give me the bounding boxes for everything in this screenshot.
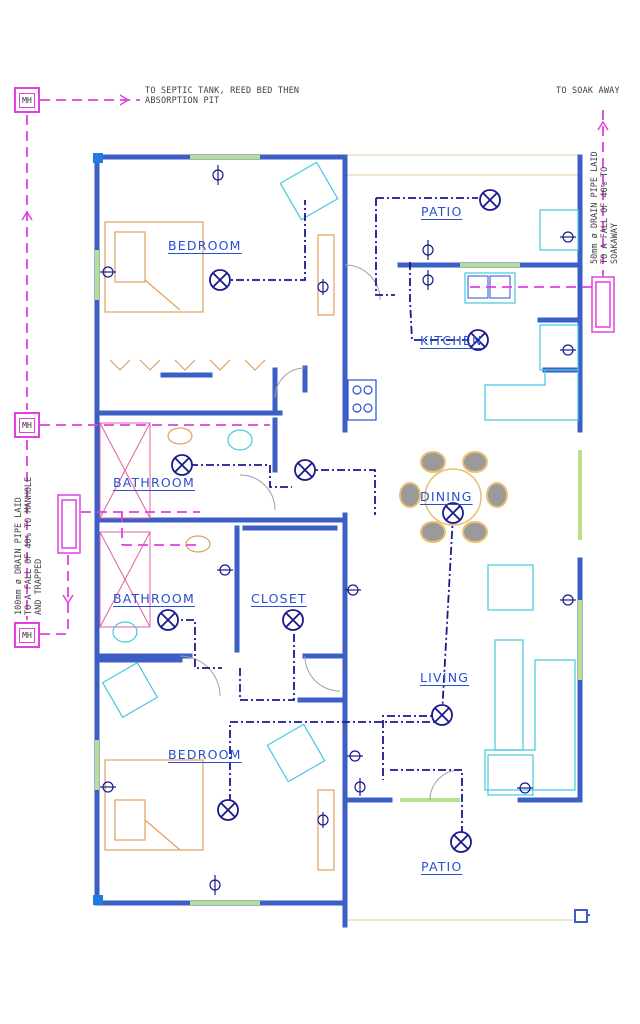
manhole-label: MH — [19, 417, 35, 433]
manhole-top: MH — [14, 87, 40, 113]
walls — [94, 154, 583, 928]
room-label-patio-top: PATIO — [421, 204, 463, 219]
drain-100mm-note: 100mm ø DRAIN PIPE LAID TO A FALL OF 40%… — [14, 477, 44, 615]
drain-100mm-line1: 100mm ø DRAIN PIPE LAID — [14, 497, 24, 615]
drain-50mm-line1: 50mm ø DRAIN PIPE LAID — [590, 151, 600, 264]
septic-note: TO SEPTIC TANK, REED BED THEN ABSORPTION… — [145, 86, 299, 106]
room-label-closet: CLOSET — [251, 591, 307, 606]
light-fittings — [157, 189, 501, 853]
room-label-patio-bottom: PATIO — [421, 859, 463, 874]
windows — [95, 155, 582, 905]
shower-trays — [99, 422, 151, 628]
drain-100mm-line2: TO A FALL OF 40% TO MANHOLE — [24, 476, 34, 615]
furniture-cyan — [101, 161, 579, 796]
furniture-beds — [104, 221, 335, 871]
dining-set — [399, 451, 508, 543]
soakaway-note: TO SOAK AWAY — [556, 86, 620, 96]
room-label-bedroom-top: BEDROOM — [168, 238, 242, 253]
gully-traps — [57, 276, 615, 554]
manhole-middle: MH — [14, 412, 40, 438]
drain-50mm-line2: TO A FALL OF 40% TO — [600, 166, 610, 264]
drain-50mm-line3: SOAKAWAY — [610, 223, 620, 264]
room-label-living: LIVING — [420, 670, 470, 685]
manhole-label: MH — [19, 627, 35, 643]
wall-columns — [93, 153, 103, 905]
septic-note-line1: TO SEPTIC TANK, REED BED THEN — [145, 86, 300, 96]
stove — [347, 379, 377, 421]
room-label-kitchen: KITCHEN — [420, 333, 483, 348]
door-swings — [179, 264, 461, 801]
room-label-bathroom-1: BATHROOM — [113, 475, 195, 490]
drain-arrows — [21, 94, 609, 605]
septic-note-line2: ABSORPTION PIT — [145, 96, 220, 106]
drain-100mm-line3: AND TRAPPED — [34, 558, 44, 615]
room-label-bedroom-bottom: BEDROOM — [168, 747, 242, 762]
wiring — [170, 197, 478, 843]
room-label-dining: DINING — [420, 489, 473, 504]
right-edge — [574, 909, 590, 923]
manhole-bottom: MH — [14, 622, 40, 648]
manhole-label: MH — [19, 92, 35, 108]
room-label-bathroom-2: BATHROOM — [113, 591, 195, 606]
drain-lines — [26, 99, 604, 635]
drain-50mm-note: 50mm ø DRAIN PIPE LAID TO A FALL OF 40% … — [590, 151, 620, 264]
switches-and-sockets — [100, 165, 576, 895]
